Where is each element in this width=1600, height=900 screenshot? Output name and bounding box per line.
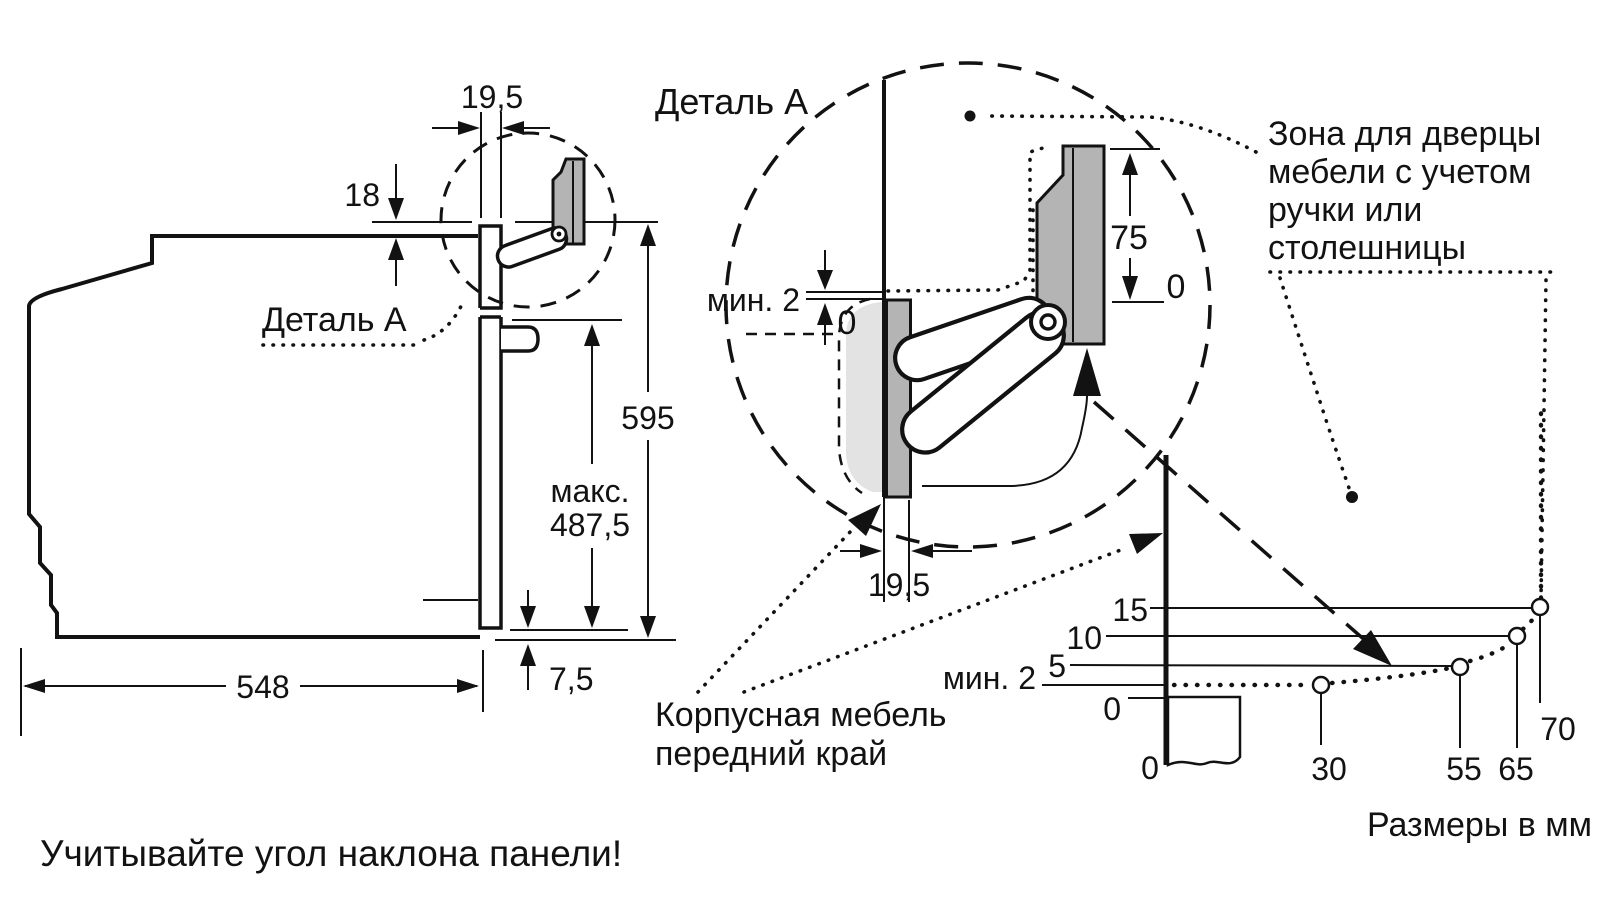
chart-x-30: 30 bbox=[1311, 751, 1347, 787]
cabinet-leader-a-arrow bbox=[848, 504, 881, 536]
cabinet-leader-b-arrow bbox=[1129, 533, 1163, 554]
hinge-pivot-hole bbox=[1039, 313, 1057, 331]
clearance-chart: 15 10 5 мин. 2 0 0 30 55 65 70 Размеры в… bbox=[943, 410, 1592, 844]
dimension-min-2: мин. 2 bbox=[707, 250, 886, 345]
cabinet-note-line1: Корпусная мебель bbox=[655, 696, 947, 734]
chart-point-65 bbox=[1507, 626, 1527, 646]
dim-max-value: 487,5 bbox=[550, 507, 630, 543]
chart-x-55: 55 bbox=[1446, 751, 1482, 787]
dim-zero-right-label: 0 bbox=[1167, 268, 1186, 306]
chart-x-0: 0 bbox=[1141, 750, 1159, 786]
detail-a-label-left: Деталь A bbox=[262, 301, 407, 339]
cabinet-annotation: Корпусная мебель передний край bbox=[655, 504, 1163, 773]
dim-min-2-label: мин. 2 bbox=[707, 282, 800, 318]
chart-y-5: 5 bbox=[1048, 648, 1066, 684]
chart-y-10: 10 bbox=[1066, 620, 1102, 656]
dim-595-label: 595 bbox=[621, 400, 674, 436]
chart-panel-section bbox=[1166, 695, 1242, 767]
dim-max-word: макс. bbox=[550, 473, 629, 509]
zone-outline-dotted bbox=[886, 145, 1048, 293]
detail-circle-big bbox=[724, 61, 1212, 549]
dimension-19-5-detail: 19,5 bbox=[840, 500, 972, 603]
dimension-595: 595 bbox=[621, 224, 675, 638]
zone-annotation: Зона для дверцы мебели с учетом ручки ил… bbox=[964, 110, 1558, 600]
chart-y-min2: мин. 2 bbox=[943, 660, 1036, 696]
dimension-zero-left: 0 bbox=[746, 304, 856, 342]
door-handle bbox=[501, 325, 540, 353]
zone-note-line4: столешницы bbox=[1268, 229, 1466, 267]
detail-a-callout-left: Деталь A bbox=[261, 298, 466, 347]
oven-body-outline bbox=[27, 234, 480, 639]
chart-point-30 bbox=[1311, 675, 1331, 695]
dimension-548: 548 bbox=[20, 648, 484, 736]
zone-leader-mid-dot bbox=[1346, 491, 1358, 503]
oven-door-strip bbox=[885, 298, 912, 499]
oven-door-ghost bbox=[846, 302, 886, 492]
chart-y-15: 15 bbox=[1112, 592, 1148, 628]
chart-y-0: 0 bbox=[1103, 691, 1121, 727]
dim-18-label: 18 bbox=[344, 177, 380, 213]
zone-note-line2: мебели с учетом bbox=[1268, 153, 1531, 191]
chart-point-stems bbox=[1320, 616, 1541, 748]
zone-leader-mid bbox=[1278, 276, 1351, 490]
dimension-max-487-5: макс. 487,5 bbox=[550, 324, 630, 628]
zone-note-line1: Зона для дверцы bbox=[1268, 115, 1541, 153]
dimension-18: 18 bbox=[344, 164, 404, 286]
dimension-19-5-left: 19,5 bbox=[432, 79, 550, 218]
detail-a-view: Деталь A мин. 2 0 bbox=[655, 61, 1392, 666]
dim-548-label: 548 bbox=[236, 669, 289, 705]
dimension-7-5: 7,5 bbox=[495, 590, 676, 697]
chart-point-70 bbox=[1530, 597, 1550, 617]
zone-leader-top bbox=[983, 114, 1258, 154]
cabinet-leader-a bbox=[696, 528, 854, 694]
dim-19-5-left-label: 19,5 bbox=[461, 79, 523, 115]
cabinet-leader-b bbox=[742, 546, 1128, 694]
dimension-75: 75 0 bbox=[1110, 148, 1186, 306]
chart-line-5 bbox=[1069, 664, 1453, 667]
zone-leader-right bbox=[1539, 278, 1548, 600]
zone-leader-top-dot bbox=[964, 110, 976, 122]
chart-x-70: 70 bbox=[1540, 711, 1576, 747]
detail-circle-small bbox=[439, 131, 617, 309]
chart-x-65: 65 bbox=[1498, 751, 1534, 787]
left-side-view: 19,5 18 Деталь A 595 макс. 487,5 bbox=[20, 79, 676, 874]
dim-zero-left-label: 0 bbox=[838, 304, 857, 342]
dim-75-label: 75 bbox=[1110, 219, 1148, 257]
panel-angle-note: Учитывайте угол наклона панели! bbox=[40, 833, 622, 874]
dim-19-5-detail-label: 19,5 bbox=[868, 567, 930, 603]
units-note: Размеры в мм bbox=[1367, 806, 1592, 844]
chart-curve-dotted bbox=[1329, 610, 1541, 686]
cabinet-note-line2: передний край bbox=[655, 735, 887, 773]
door-swing-arrow bbox=[922, 348, 1101, 487]
chart-point-55 bbox=[1450, 657, 1470, 677]
dim-7-5-label: 7,5 bbox=[549, 661, 593, 697]
detail-a-title: Деталь A bbox=[655, 81, 808, 122]
zone-note-line3: ручки или bbox=[1268, 191, 1422, 229]
oven-front-frame bbox=[478, 224, 540, 630]
hinge-pivot-small-center bbox=[556, 231, 562, 237]
